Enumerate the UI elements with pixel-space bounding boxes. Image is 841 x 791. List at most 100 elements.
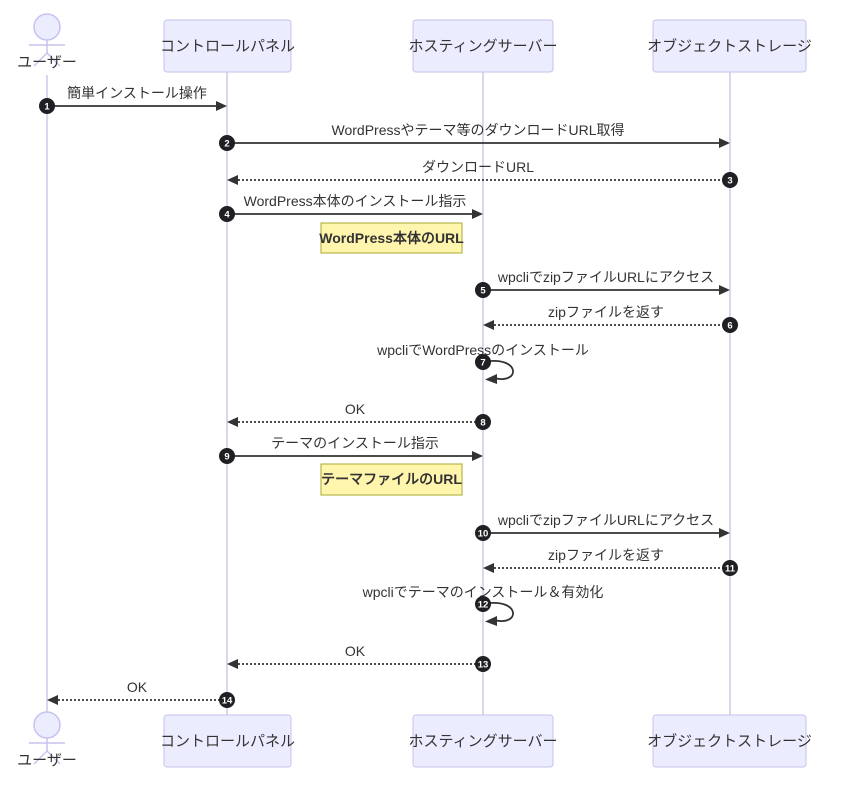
arrowhead xyxy=(719,528,730,538)
message-label: zipファイルを返す xyxy=(548,547,664,563)
message-label: WordPress本体のインストール指示 xyxy=(244,193,467,209)
sequence-number: 13 xyxy=(478,659,489,670)
sequence-number-badge xyxy=(219,692,235,708)
message-10: wpcliでzipファイルURLにアクセス 10 xyxy=(475,512,730,541)
message-label: wpcliでWordPressのインストール xyxy=(376,342,589,358)
arrowhead xyxy=(483,320,494,330)
message-label: zipファイルを返す xyxy=(548,304,664,320)
note-box xyxy=(320,222,463,254)
message-13: OK 13 xyxy=(227,643,491,672)
actor-leg-right xyxy=(46,52,61,67)
sequence-number: 6 xyxy=(727,320,732,331)
message-6: zipファイルを返す 6 xyxy=(483,304,738,333)
sequence-number-badge xyxy=(475,282,491,298)
participant-box xyxy=(652,714,807,768)
sequence-number-badge xyxy=(722,317,738,333)
message-3: ダウンロードURL 3 xyxy=(227,159,738,188)
message-label: OK xyxy=(345,643,366,659)
message-8: OK 8 xyxy=(227,401,491,430)
actor-leg-right xyxy=(46,750,61,765)
sequence-number: 5 xyxy=(480,285,486,296)
sequence-number: 4 xyxy=(224,209,230,220)
sequence-number-badge xyxy=(219,448,235,464)
arrowhead xyxy=(485,616,497,626)
arrowhead xyxy=(216,101,227,111)
sequence-number: 7 xyxy=(480,357,485,368)
participant-top-control-panel: コントロールパネル xyxy=(160,19,295,73)
arrowhead xyxy=(719,138,730,148)
participant-bottom-object-storage: オブジェクトストレージ xyxy=(647,714,812,768)
message-11: zipファイルを返す 11 xyxy=(483,547,738,576)
sequence-number-badge xyxy=(475,354,491,370)
arrowhead xyxy=(719,285,730,295)
sequence-number-badge xyxy=(475,656,491,672)
actor-head xyxy=(33,13,61,41)
sequence-number-badge xyxy=(722,560,738,576)
message-9: テーマのインストール指示 9 xyxy=(219,435,483,464)
message-label: OK xyxy=(127,679,148,695)
message-label: テーマのインストール指示 xyxy=(271,435,439,451)
participant-top-object-storage: オブジェクトストレージ xyxy=(647,19,812,73)
note-label: テーマファイルのURL xyxy=(321,471,462,487)
participant-label: ホスティングサーバー xyxy=(409,38,558,55)
arrowhead xyxy=(47,695,58,705)
self-loop-line xyxy=(482,602,514,622)
actor-label: ユーザー xyxy=(17,54,77,71)
message-5: wpcliでzipファイルURLにアクセス 5 xyxy=(475,269,730,298)
note-label: WordPress本体のURL xyxy=(319,230,464,246)
sequence-number: 8 xyxy=(480,417,485,428)
message-label: wpcliでzipファイルURLにアクセス xyxy=(497,269,714,285)
message-label: OK xyxy=(345,401,366,417)
note-theme-file-url: テーマファイルのURL xyxy=(320,463,463,496)
participant-label: オブジェクトストレージ xyxy=(647,732,812,750)
message-label: 簡単インストール操作 xyxy=(67,85,207,101)
participant-top-hosting-server: ホスティングサーバー xyxy=(409,19,558,73)
sequence-number: 12 xyxy=(478,599,489,610)
self-loop-line xyxy=(482,360,514,380)
arrowhead xyxy=(227,659,238,669)
participant-box xyxy=(163,714,292,768)
actor-leg-left xyxy=(33,52,48,67)
arrowhead xyxy=(483,563,494,573)
actor-leg-left xyxy=(33,750,48,765)
message-1: 簡単インストール操作 1 xyxy=(39,85,227,114)
sequence-number: 9 xyxy=(224,451,229,462)
sequence-number-badge xyxy=(39,98,55,114)
message-label: wpcliでzipファイルURLにアクセス xyxy=(497,512,714,528)
participant-label: オブジェクトストレージ xyxy=(647,37,812,55)
actor-label: ユーザー xyxy=(17,752,77,769)
sequence-number-badge xyxy=(475,596,491,612)
arrowhead xyxy=(472,209,483,219)
message-2: WordPressやテーマ等のダウンロードURL取得 2 xyxy=(219,122,730,151)
message-7: wpcliでWordPressのインストール 7 xyxy=(376,342,589,384)
actor-bottom-user: ユーザー xyxy=(17,711,77,769)
sequence-number-badge xyxy=(219,206,235,222)
sequence-number-badge xyxy=(219,135,235,151)
sequence-number: 2 xyxy=(224,138,229,149)
sequence-number: 10 xyxy=(478,528,489,539)
sequence-number-badge xyxy=(475,414,491,430)
message-12: wpcliでテーマのインストール＆有効化 12 xyxy=(362,584,603,626)
sequence-number-badge xyxy=(722,172,738,188)
message-label: WordPressやテーマ等のダウンロードURL取得 xyxy=(332,122,625,138)
arrowhead xyxy=(227,175,238,185)
arrowhead xyxy=(227,417,238,427)
participant-bottom-hosting-server: ホスティングサーバー xyxy=(409,714,558,768)
participant-box xyxy=(652,19,807,73)
sequence-number: 14 xyxy=(222,695,233,706)
arrowhead xyxy=(485,374,497,384)
participant-label: ホスティングサーバー xyxy=(409,733,558,750)
participant-label: コントロールパネル xyxy=(160,733,295,750)
participant-label: コントロールパネル xyxy=(160,38,295,55)
note-box xyxy=(320,463,463,496)
actor-head xyxy=(33,711,61,739)
sequence-number: 11 xyxy=(725,563,736,574)
participant-bottom-control-panel: コントロールパネル xyxy=(160,714,295,768)
participant-box xyxy=(412,714,554,768)
sequence-number: 1 xyxy=(44,101,50,112)
actor-top-user: ユーザー xyxy=(17,13,77,71)
message-4: WordPress本体のインストール指示 4 xyxy=(219,193,483,222)
arrowhead xyxy=(472,451,483,461)
